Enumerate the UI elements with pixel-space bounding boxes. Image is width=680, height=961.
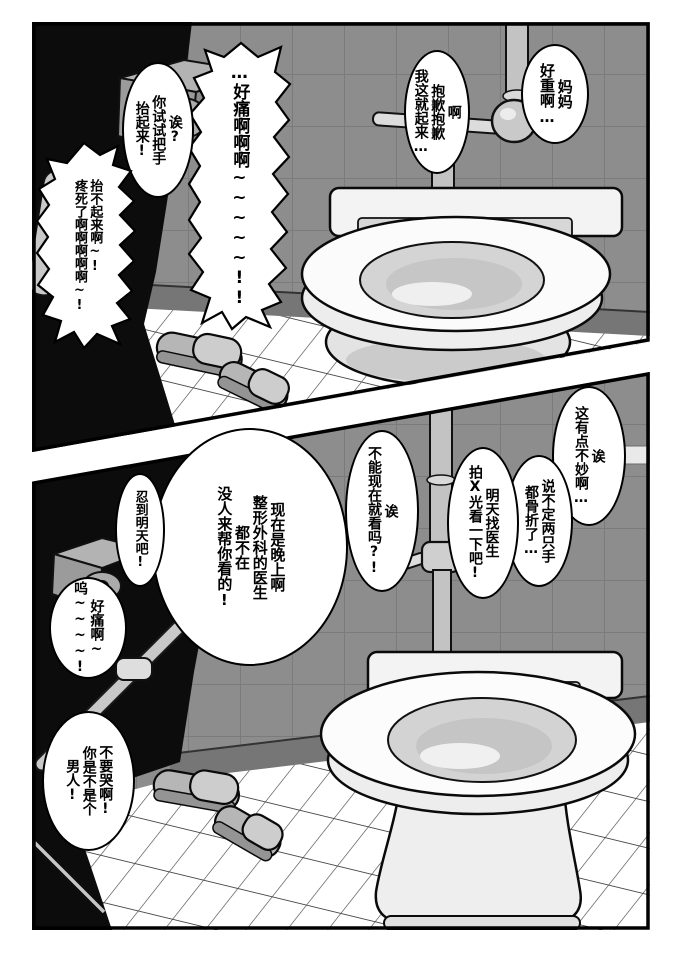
speech-bubble-mama: 妈妈 好重啊… <box>521 44 589 144</box>
speech-text: 诶 不能现在就看吗?! <box>366 446 399 576</box>
slipper <box>152 769 241 814</box>
speech-bubble-night: 现在是晚上啊 整形外科的医生 都不在 没人来帮你看的! <box>152 428 348 666</box>
speech-text: 抬不起来啊~! 疼死了啊啊啊啊啊~! <box>72 179 103 313</box>
speech-bubble-endure: 忍到明天吧! <box>115 473 165 587</box>
spiky-bubble-cant-text: 抬不起来啊~! 疼死了啊啊啊啊啊~! <box>40 146 134 346</box>
panel-border <box>32 22 650 452</box>
speech-text: 妈妈 好重啊… <box>538 62 574 126</box>
speech-text: 忍到明天吧! <box>132 490 148 570</box>
speech-text: 诶? 你试试把手 抬起来! <box>133 95 183 165</box>
pair-of-slippers <box>152 769 284 862</box>
speech-text: 啊 抱歉抱歉 我这就起来… <box>412 69 462 155</box>
slipper <box>212 805 284 862</box>
speech-text: 诶 这有点不妙啊… <box>573 406 606 506</box>
speech-text: 好痛啊~ 呜~~~~! <box>72 581 105 675</box>
speech-bubble-try: 诶? 你试试把手 抬起来! <box>122 62 194 198</box>
speech-bubble-now: 诶 不能现在就看吗?! <box>345 430 419 592</box>
panel-border <box>32 372 650 930</box>
speech-text: 明天找医生 拍X光看一下吧! <box>467 465 500 581</box>
speech-text: 现在是晚上啊 整形外科的医生 都不在 没人来帮你看的! <box>215 485 287 609</box>
speech-text: 不要哭啊! 你是不是个 男人! <box>64 745 114 817</box>
pair-of-slippers <box>155 331 290 414</box>
speech-text: …好痛啊啊啊~~~~~!! <box>229 62 250 308</box>
speech-text: 说不定两只手 都骨折了… <box>523 479 556 563</box>
spiky-bubble-pain-text: …好痛啊啊啊~~~~~!! <box>192 48 286 322</box>
slipper <box>217 361 290 414</box>
spiky-bubble-pain <box>187 41 292 331</box>
speech-bubble-sorry: 啊 抱歉抱歉 我这就起来… <box>404 50 470 174</box>
speech-bubble-hurts: 好痛啊~ 呜~~~~! <box>49 577 127 679</box>
speech-bubble-xray: 明天找医生 拍X光看一下吧! <box>447 447 519 599</box>
speech-bubble-dontcry: 不要哭啊! 你是不是个 男人! <box>42 711 135 851</box>
spiky-bubble-cant <box>35 141 137 350</box>
slipper <box>155 331 243 379</box>
